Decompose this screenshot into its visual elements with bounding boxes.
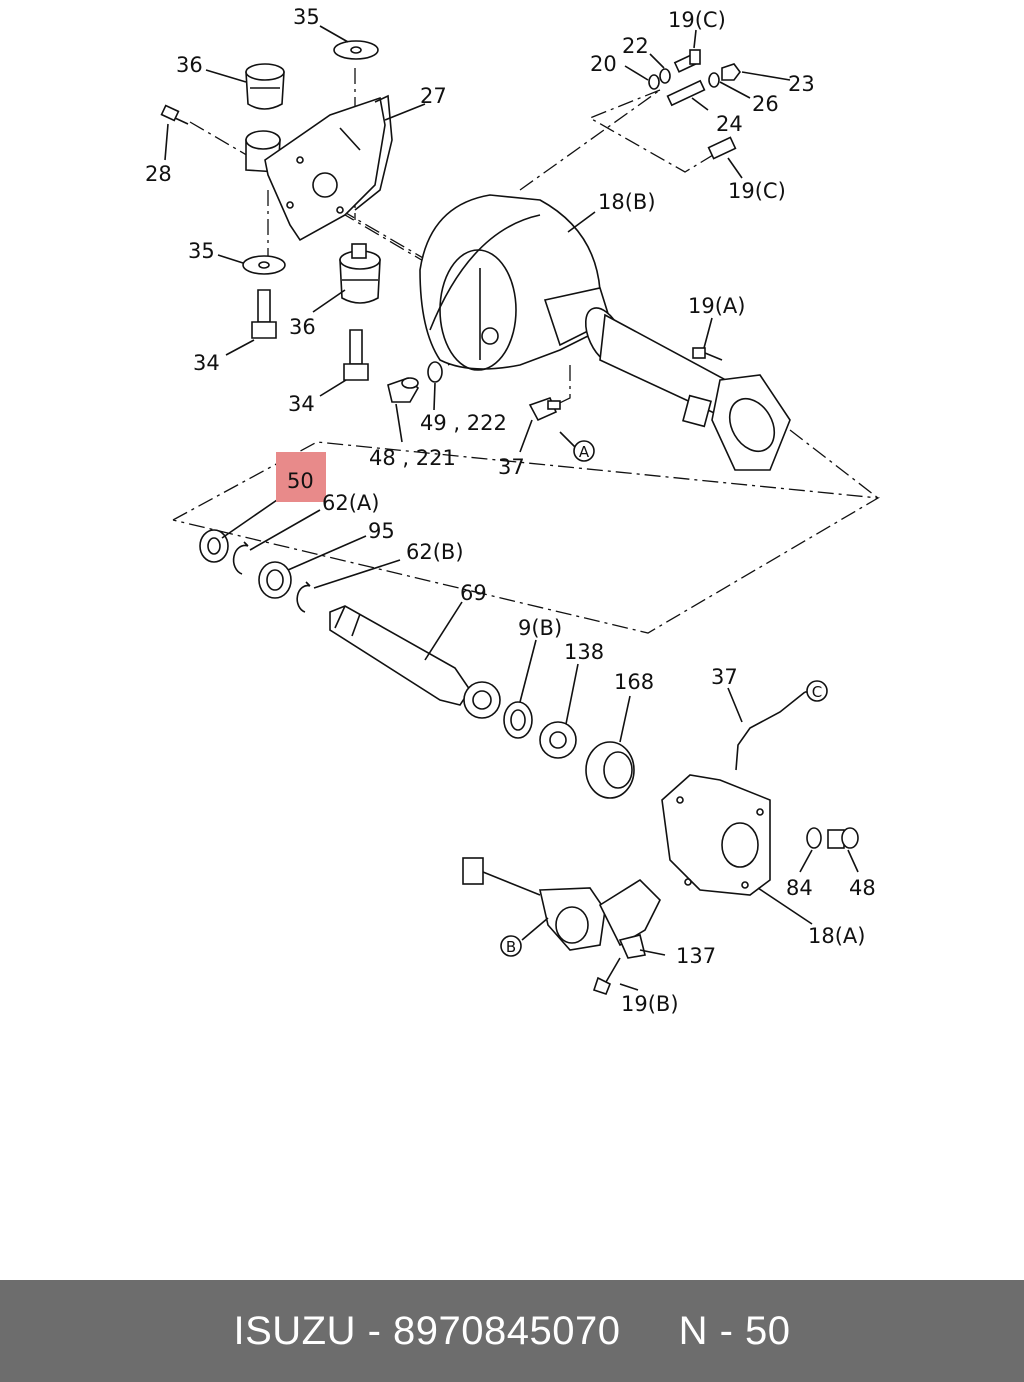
label-24: 24: [716, 112, 743, 136]
oil-seal-50: [199, 529, 229, 563]
label-50: 50: [287, 469, 314, 493]
label-20: 20: [590, 52, 617, 76]
stud-24: [666, 79, 706, 107]
label-26: 26: [752, 92, 779, 116]
label-36-lower: 36: [289, 315, 316, 339]
label-49-222: 49 , 222: [420, 411, 507, 435]
bracket-27: [264, 94, 393, 242]
gear-138: [539, 721, 577, 759]
label-28: 28: [145, 162, 172, 186]
bolt-19c-mid: [707, 136, 737, 160]
bolt-19a: [692, 347, 723, 361]
washer-22: [659, 68, 671, 84]
label-62a: 62(A): [322, 491, 379, 515]
nut-23: [721, 63, 741, 81]
circle-ref-b-ring: [500, 935, 522, 957]
circle-ref-a-ring: [573, 440, 595, 462]
bolt-34-left: [251, 289, 277, 339]
circle-ref-a: A: [579, 443, 590, 461]
washer-26: [708, 72, 720, 88]
footer-text: ISUZU - 8970845070 N - 50: [233, 1308, 791, 1353]
label-19a: 19(A): [688, 294, 745, 318]
label-34-right: 34: [288, 392, 315, 416]
washer-20: [648, 74, 660, 90]
breather-37-top: [528, 396, 561, 422]
lower-parts: [199, 529, 859, 995]
circle-ref-b: B: [506, 938, 516, 956]
label-19b: 19(B): [621, 992, 679, 1016]
leader-lines: [164, 25, 859, 991]
callout-labels: 35 36 27 28 35 36 34 34 48 , 221 49 , 22…: [145, 5, 876, 1016]
parts-diagram: 35 36 27 28 35 36 34 34 48 , 221 49 , 22…: [145, 5, 881, 1016]
actuator-housing-18a: [661, 774, 771, 896]
clutch-sleeve-168: [585, 741, 635, 799]
circle-references: A C B: [500, 440, 828, 957]
snap-ring-62b: [296, 581, 311, 613]
actuator-assembly: [462, 857, 661, 951]
bushing-36-lower: [339, 243, 381, 304]
bolt-19b: [592, 957, 621, 995]
plug-48-lower: [827, 827, 859, 849]
label-95: 95: [368, 519, 395, 543]
bushing-36-top: [245, 63, 285, 110]
shaft-69: [329, 605, 501, 719]
label-19c-mid: 19(C): [728, 179, 786, 203]
snap-ring-62a: [232, 541, 249, 575]
label-35-top: 35: [293, 5, 320, 29]
label-138: 138: [564, 640, 604, 664]
circle-ref-c: C: [812, 683, 822, 701]
label-37-top: 37: [498, 455, 525, 479]
washer-35-top: [333, 40, 379, 60]
label-48-lower: 48: [849, 876, 876, 900]
bolt-19c-top: [673, 49, 701, 73]
washer-84: [806, 827, 822, 849]
circle-ref-c-ring: [806, 680, 828, 702]
label-34-left: 34: [193, 351, 220, 375]
label-23: 23: [788, 72, 815, 96]
label-69: 69: [460, 581, 487, 605]
label-36-top: 36: [176, 53, 203, 77]
washer-49: [427, 361, 443, 383]
label-27: 27: [420, 84, 447, 108]
bearing-95: [258, 561, 292, 599]
needle-bearing-9b: [503, 701, 533, 739]
label-37-lower: 37: [711, 665, 738, 689]
upper-parts: [160, 40, 791, 471]
washer-35-lower: [242, 255, 286, 275]
differential-housing-18b: [419, 194, 791, 471]
footer-bar: ISUZU - 8970845070 N - 50: [0, 1280, 1024, 1382]
label-9b: 9(B): [518, 616, 562, 640]
label-137: 137: [676, 944, 716, 968]
label-18b: 18(B): [598, 190, 656, 214]
bolt-28: [160, 104, 189, 125]
bolt-34-right: [343, 329, 369, 381]
label-35-lower: 35: [188, 239, 215, 263]
label-19c-top: 19(C): [668, 8, 726, 32]
label-22: 22: [622, 34, 649, 58]
breather-37-lower: [735, 691, 806, 771]
plug-48: [387, 377, 419, 403]
label-62b: 62(B): [406, 540, 464, 564]
label-168: 168: [614, 670, 654, 694]
fork-137: [618, 934, 646, 959]
highlight-box-50: [276, 452, 326, 502]
label-84: 84: [786, 876, 813, 900]
label-48-221: 48 , 221: [369, 446, 456, 470]
label-18a: 18(A): [808, 924, 865, 948]
